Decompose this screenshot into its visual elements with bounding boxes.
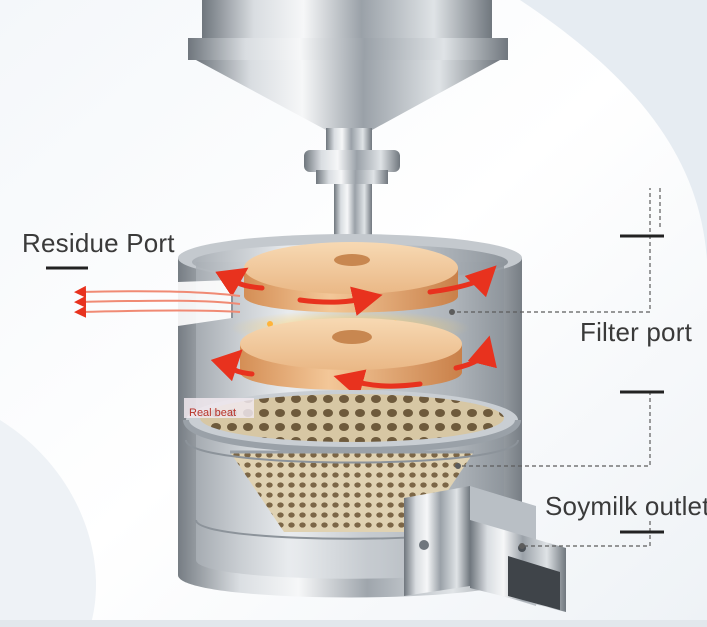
rotation-arrows <box>210 265 497 399</box>
background-swoosh-left <box>0 420 96 627</box>
residue-port-label: Residue Port <box>22 228 175 258</box>
filter-port-label: Filter port <box>580 317 693 347</box>
leader-dots <box>449 309 525 549</box>
residue-flow-arrows <box>74 285 241 318</box>
lower-millstone <box>240 318 462 390</box>
background-swoosh <box>520 0 707 260</box>
soymilk-outlet-spout <box>404 486 566 612</box>
leader-lines <box>450 188 661 547</box>
bottom-edge <box>0 620 707 627</box>
leader-ticks <box>46 234 664 534</box>
filter-ring <box>183 390 521 453</box>
upper-millstone <box>244 242 458 313</box>
real-beat-badge-bg <box>184 398 254 418</box>
soymilk-outlet-label: Soymilk outlet <box>545 491 707 521</box>
hopper <box>188 0 508 150</box>
real-beat-badge: Real beat <box>189 407 237 419</box>
